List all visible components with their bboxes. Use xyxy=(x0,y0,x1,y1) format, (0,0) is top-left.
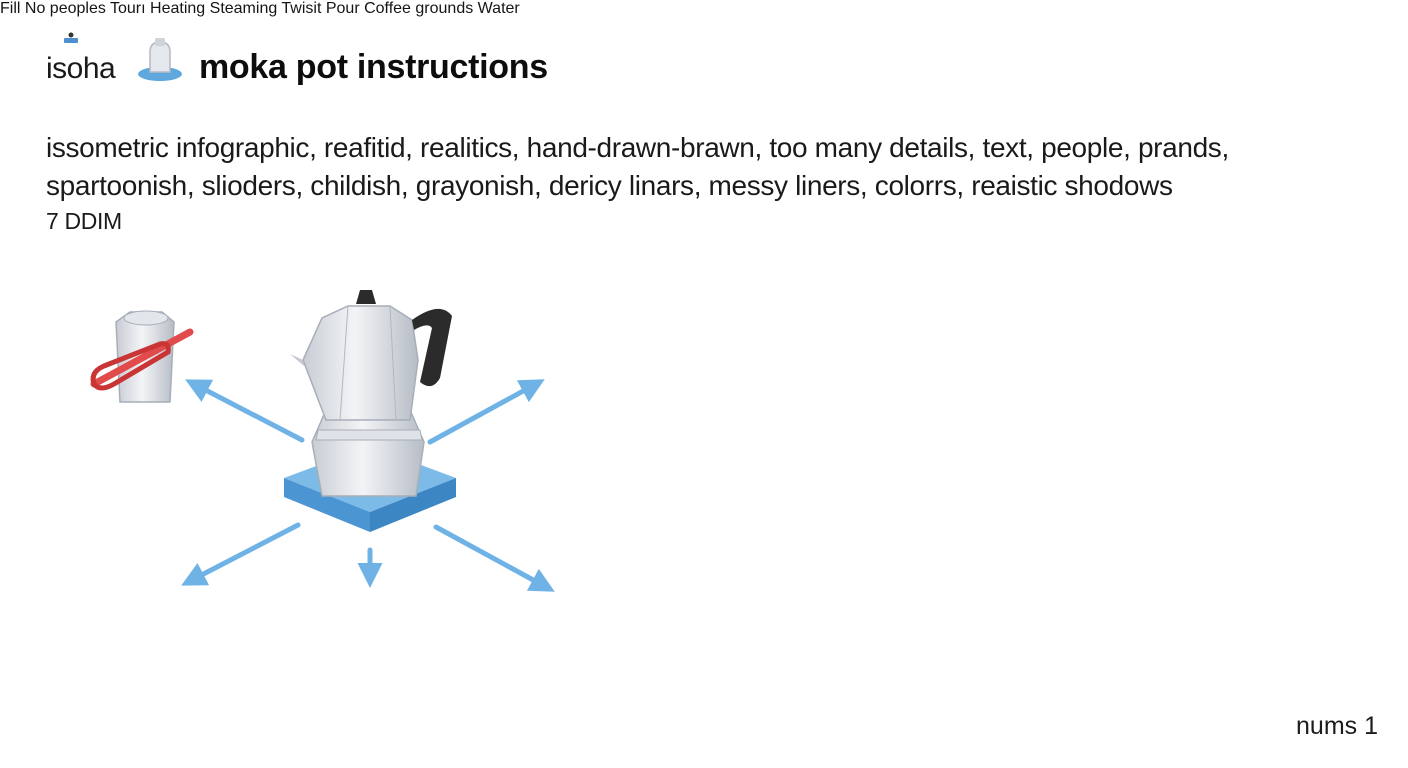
label-coffee-grounds: Coffee grounds xyxy=(364,0,474,17)
description-line-3: 7 DDIM xyxy=(46,208,122,234)
label-heating: Heating xyxy=(150,0,206,17)
logo-icon xyxy=(64,32,182,81)
fill-icon xyxy=(90,310,194,403)
arrow-to-fill xyxy=(185,379,305,443)
arrow-to-no-peoples xyxy=(427,379,545,445)
arrow-to-steaming xyxy=(433,524,555,592)
left-arrows xyxy=(181,379,555,592)
label-twist: Twisit xyxy=(281,0,322,17)
label-no-peoples: No peoples xyxy=(24,0,106,17)
logo-text: isoha xyxy=(46,52,116,85)
label-pour: Pour xyxy=(325,0,360,17)
label-fill: Fill xyxy=(0,0,21,17)
description-line-2: spartoonish, slioders, childish, grayoni… xyxy=(46,170,1173,201)
footer-note: nums 1 xyxy=(1296,712,1378,740)
label-steaming: Steaming xyxy=(209,0,278,17)
page-title: moka pot instructions xyxy=(199,48,548,86)
moka-pot-main-icon xyxy=(284,290,456,532)
arrow-to-tour xyxy=(181,522,301,586)
label-tour: Tourı xyxy=(110,0,146,17)
label-water: Water xyxy=(477,0,520,17)
description-line-1: issometric infographic, reafitid, realit… xyxy=(46,132,1229,163)
